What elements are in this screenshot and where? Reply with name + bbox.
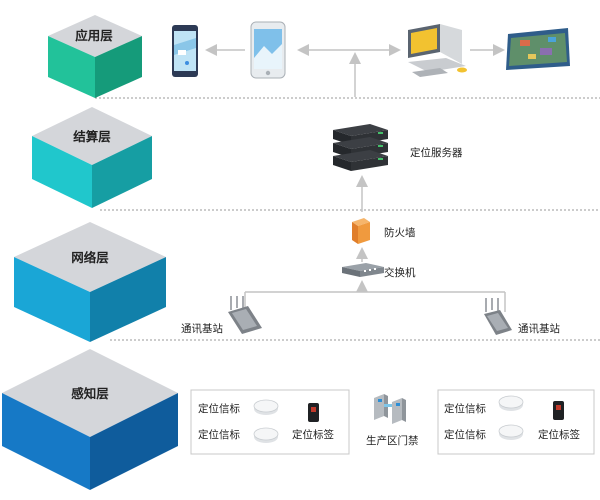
- desktop-computer-icon: [408, 24, 467, 77]
- base-station-right-label: 通讯基站: [518, 322, 560, 335]
- cube-computing: 结算层: [32, 107, 152, 208]
- server-rack-icon: [333, 124, 388, 171]
- perception-group-right: 定位信标 定位信标 定位标签: [437, 389, 595, 455]
- left-beacon-1-icon: [253, 399, 279, 415]
- access-gate-icon: [374, 394, 406, 424]
- base-station-left-label: 通讯基站: [181, 322, 223, 335]
- left-beacon-2-icon: [253, 427, 279, 443]
- app-connection-lines: [205, 44, 505, 97]
- right-beacon-1-icon: [498, 395, 524, 411]
- right-beacon-2-label: 定位信标: [444, 428, 486, 441]
- cube-application: 应用层: [48, 15, 142, 98]
- cube-perception: 感知层: [2, 349, 178, 490]
- base-station-left-icon: [228, 296, 262, 334]
- gate-label: 生产区门禁: [366, 434, 419, 447]
- firewall-icon: [352, 218, 370, 244]
- switch-label: 交换机: [384, 266, 416, 279]
- network-switch-icon: [342, 263, 384, 277]
- perception-group-left: 定位信标 定位信标 定位标签: [190, 389, 350, 455]
- layer-separators: [95, 97, 600, 341]
- base-station-connections: [244, 280, 506, 312]
- right-beacon-1-label: 定位信标: [444, 402, 486, 415]
- layer-title-computing: 结算层: [73, 129, 111, 144]
- layer-title-application: 应用层: [75, 28, 113, 43]
- base-station-right-icon: [484, 298, 512, 335]
- layer-title-network: 网络层: [71, 250, 109, 265]
- right-beacon-2-icon: [498, 424, 524, 440]
- left-tag-label: 定位标签: [292, 428, 334, 441]
- tablet-map-icon: [172, 25, 198, 77]
- left-beacon-2-label: 定位信标: [198, 428, 240, 441]
- server-label: 定位服务器: [410, 146, 463, 159]
- cube-network: 网络层: [14, 222, 166, 342]
- smartphone-icon: [250, 21, 286, 79]
- firewall-label: 防火墙: [384, 226, 416, 239]
- map-display-icon: [506, 28, 570, 70]
- layer-title-perception: 感知层: [71, 386, 109, 401]
- right-tag-label: 定位标签: [538, 428, 580, 441]
- left-tag-icon: [308, 403, 319, 422]
- right-tag-icon: [553, 401, 564, 420]
- left-beacon-1-label: 定位信标: [198, 402, 240, 415]
